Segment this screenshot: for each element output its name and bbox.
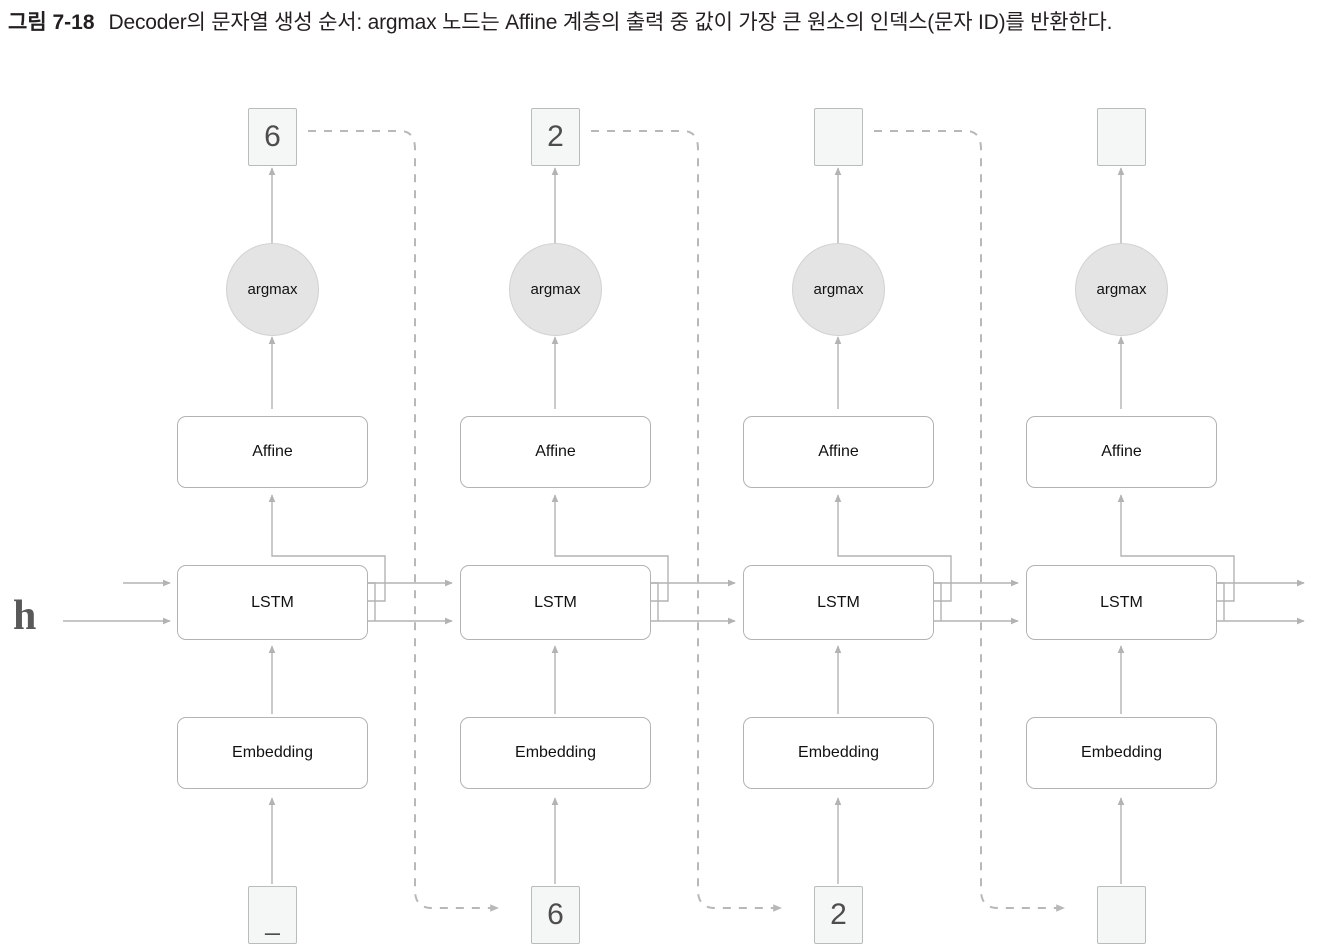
affine-node-4: Affine <box>1026 416 1217 488</box>
figure-number: 그림 7-18 <box>8 11 95 34</box>
input-token-box-2: 6 <box>531 886 580 944</box>
embedding-node-1: Embedding <box>177 717 368 789</box>
output-token-box-3 <box>814 108 863 166</box>
embedding-node-2: Embedding <box>460 717 651 789</box>
lstm-node-3: LSTM <box>743 565 934 640</box>
argmax-node-4: argmax <box>1075 243 1168 336</box>
output-token-box-1: 6 <box>248 108 297 166</box>
input-token-box-1: _ <box>248 886 297 944</box>
affine-node-1: Affine <box>177 416 368 488</box>
input-token-box-3: 2 <box>814 886 863 944</box>
figure-caption-text: Decoder의 문자열 생성 순서: argmax 노드는 Affine 계층… <box>108 11 1113 34</box>
embedding-node-4: Embedding <box>1026 717 1217 789</box>
lstm-node-1: LSTM <box>177 565 368 640</box>
input-token-box-4 <box>1097 886 1146 944</box>
affine-node-2: Affine <box>460 416 651 488</box>
embedding-node-3: Embedding <box>743 717 934 789</box>
argmax-node-1: argmax <box>226 243 319 336</box>
feedback-path-2 <box>591 130 782 912</box>
lstm-node-2: LSTM <box>460 565 651 640</box>
output-token-box-2: 2 <box>531 108 580 166</box>
hidden-state-label: h <box>13 593 37 639</box>
argmax-node-3: argmax <box>792 243 885 336</box>
figure-caption: 그림 7-18 Decoder의 문자열 생성 순서: argmax 노드는 Af… <box>8 4 1338 42</box>
output-token-box-4 <box>1097 108 1146 166</box>
argmax-node-2: argmax <box>509 243 602 336</box>
feedback-path-3 <box>874 130 1065 912</box>
affine-node-3: Affine <box>743 416 934 488</box>
feedback-path-1 <box>308 130 499 912</box>
lstm-node-4: LSTM <box>1026 565 1217 640</box>
